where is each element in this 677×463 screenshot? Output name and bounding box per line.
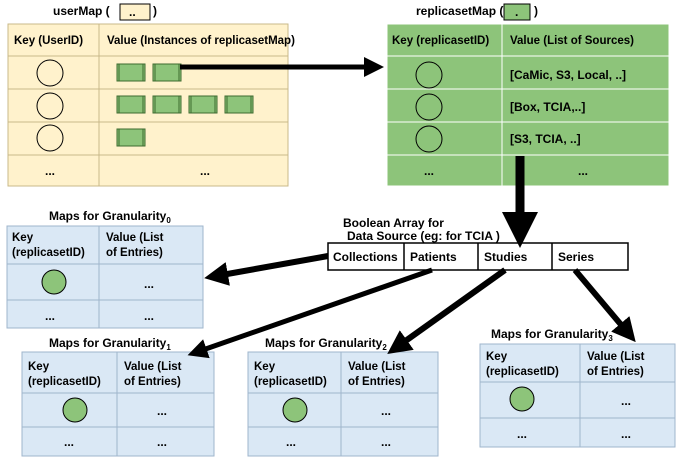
replicaset-instance-block [116, 63, 146, 82]
replicaset-map-legend-text: . [515, 5, 518, 19]
granularity-map-title: Maps for Granularity1 [49, 336, 171, 352]
replicaset-map: replicasetMap ( . ) Key (replicasetID) V… [386, 3, 670, 187]
granularity-table [247, 351, 439, 457]
granularity-key-circle [41, 269, 67, 295]
user-map-header-key: Key (UserID) [14, 35, 83, 47]
replicaset-key-circle [415, 125, 443, 153]
granularity-map-title: Maps for Granularity3 [491, 327, 613, 343]
user-key-circle [36, 59, 64, 87]
user-map: userMap ( .. ) Key (UserID) Value (Insta… [7, 3, 295, 187]
granularity-header-key: (replicasetID) [12, 247, 85, 259]
boolean-array-title-line1: Boolean Array for [343, 216, 444, 230]
replicaset-row-sources: [Box, TCIA,..] [510, 100, 585, 114]
arrow-series-to-granularity-3 [572, 268, 636, 343]
granularity-entries-ellipsis: ... [144, 277, 154, 291]
granularity-ellipsis-key: ... [64, 435, 74, 449]
replicaset-instance-block [152, 63, 182, 82]
boolean-array: Boolean Array for Data Source (eg: for T… [327, 216, 629, 271]
replicaset-map-legend-swatch [503, 3, 531, 21]
granularity-header-value: of Entries) [348, 376, 405, 388]
arrows [180, 57, 636, 359]
granularity-ellipsis-value: ... [621, 427, 631, 441]
boolean-cell-patients: Patients [410, 250, 457, 264]
replicaset-key-circle [415, 61, 443, 89]
replicaset-instance-block [116, 128, 146, 147]
granularity-header-key: (replicasetID) [28, 376, 101, 388]
granularity-header-value: of Entries) [587, 366, 644, 378]
replicaset-row-sources: [S3, TCIA, ..] [510, 132, 581, 146]
replicaset-map-header-value: Value (List of Sources) [510, 35, 634, 47]
granularity-header-value: Value (List [106, 232, 164, 244]
user-map-header-value: Value (Instances of replicasetMap) [107, 35, 295, 47]
user-map-ellipsis-value: ... [200, 164, 210, 178]
replicaset-instance-block [224, 95, 254, 114]
granularity-ellipsis-key: ... [286, 435, 296, 449]
granularity-map-0: Maps for Granularity0 Key (replicasetID)… [6, 209, 204, 329]
boolean-cell-studies: Studies [484, 250, 528, 264]
user-map-legend-text: .. [129, 5, 136, 19]
granularity-table [6, 225, 204, 329]
granularity-header-key: (replicasetID) [254, 376, 327, 388]
granularity-header-value: of Entries) [124, 376, 181, 388]
granularity-map-3: Maps for Granularity3 Key (replicasetID)… [479, 327, 676, 448]
granularity-header-value: Value (List [587, 351, 645, 363]
granularity-table [479, 343, 676, 448]
replicaset-instance-block [152, 95, 182, 114]
granularity-entries-ellipsis: ... [621, 394, 631, 408]
replicaset-row-sources: [CaMic, S3, Local, ..] [510, 68, 626, 82]
replicaset-key-circle [415, 93, 443, 121]
granularity-ellipsis-key: ... [45, 309, 55, 323]
granularity-ellipsis-key: ... [517, 427, 527, 441]
granularity-key-circle [62, 397, 88, 423]
user-row-2-blocks [116, 95, 254, 114]
granularity-header-key: Key [28, 361, 50, 373]
granularity-header-key: Key [486, 351, 508, 363]
user-key-circle [36, 92, 64, 120]
user-map-legend-swatch [119, 3, 151, 21]
granularity-header-value: of Entries) [106, 247, 163, 259]
replicaset-instance-block [188, 95, 218, 114]
replicaset-instance-block [116, 95, 146, 114]
granularity-header-value: Value (List [124, 361, 182, 373]
granularity-ellipsis-value: ... [381, 435, 391, 449]
arrow-collections-to-granularity-0 [204, 253, 329, 286]
user-row-1-blocks [116, 63, 182, 82]
granularity-header-key: Key [254, 361, 276, 373]
granularity-ellipsis-value: ... [157, 435, 167, 449]
granularity-key-circle [282, 397, 308, 423]
granularity-map-title: Maps for Granularity0 [49, 209, 171, 225]
user-map-ellipsis-key: ... [45, 164, 55, 178]
user-map-title-end: ) [153, 4, 157, 18]
user-row-3-blocks [116, 128, 146, 147]
granularity-map-title: Maps for Granularity2 [265, 336, 387, 352]
granularity-ellipsis-value: ... [144, 309, 154, 323]
replicaset-map-ellipsis-value: ... [578, 164, 588, 178]
user-key-circle [36, 124, 64, 152]
boolean-cell-collections: Collections [333, 250, 398, 264]
granularity-key-circle [509, 386, 535, 412]
granularity-map-2: Maps for Granularity2 Key (replicasetID)… [247, 336, 439, 457]
boolean-cell-series: Series [558, 250, 594, 264]
arrow-studies-to-granularity-2 [387, 267, 507, 354]
replicaset-map-ellipsis-key: ... [424, 164, 434, 178]
granularity-header-key: Key [12, 232, 34, 244]
granularity-header-key: (replicasetID) [486, 366, 559, 378]
replicaset-map-title-end: ) [534, 4, 538, 18]
arrow-patients-to-granularity-1 [187, 267, 433, 359]
granularity-entries-ellipsis: ... [381, 404, 391, 418]
replicaset-map-title: replicasetMap ( [416, 4, 503, 18]
replicaset-map-header-key: Key (replicasetID) [392, 35, 489, 47]
granularity-entries-ellipsis: ... [157, 404, 167, 418]
granularity-map-1: Maps for Granularity1 Key (replicasetID)… [21, 336, 215, 457]
boolean-array-title-line2: Data Source (eg: for TCIA ) [347, 229, 500, 243]
user-map-title: userMap ( [53, 4, 110, 18]
granularity-table [21, 351, 215, 457]
granularity-header-value: Value (List [348, 361, 406, 373]
